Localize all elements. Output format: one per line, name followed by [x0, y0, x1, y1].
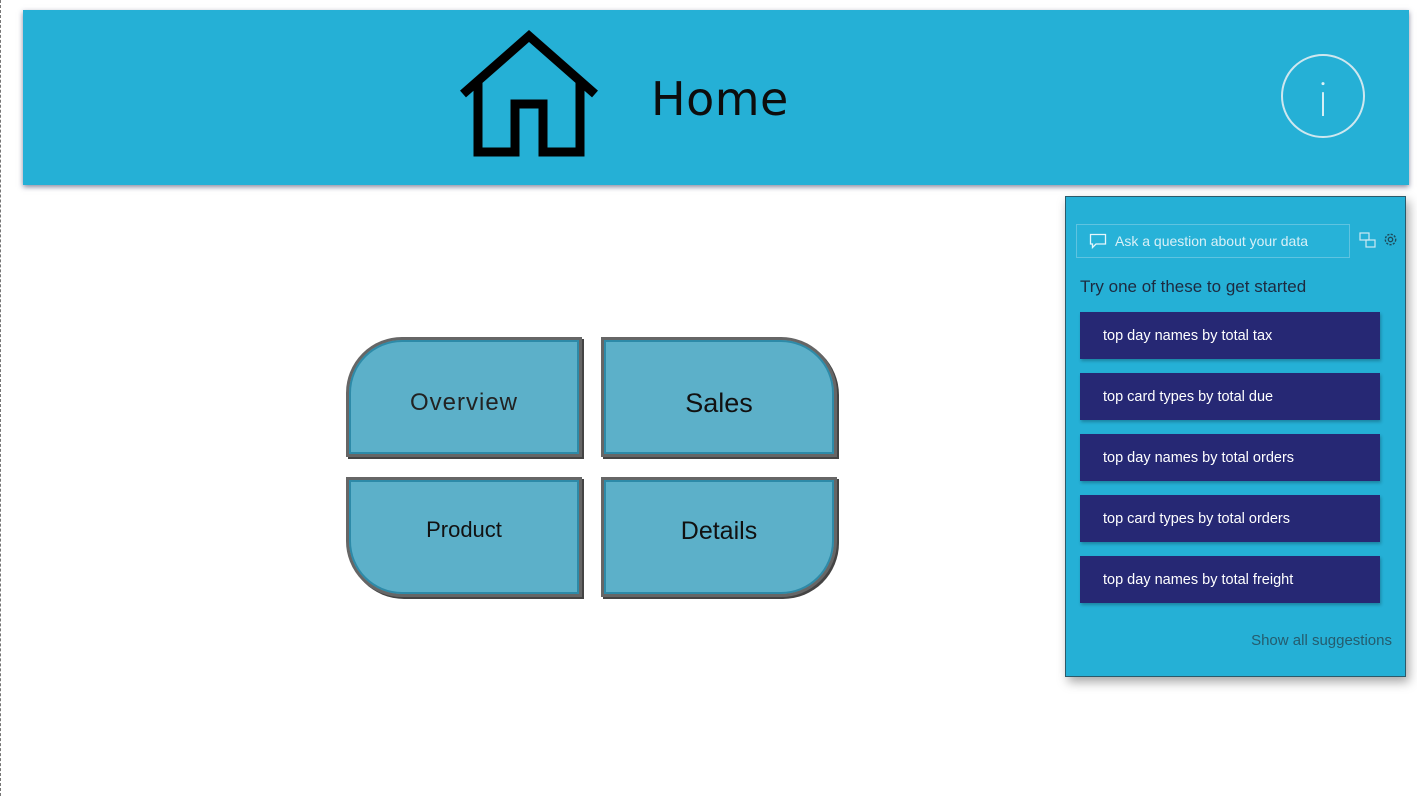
- suggestion-item[interactable]: top card types by total orders: [1080, 495, 1380, 542]
- tile-product-label: Product: [426, 517, 502, 542]
- suggestion-item[interactable]: top day names by total orders: [1080, 434, 1380, 481]
- home-icon[interactable]: [453, 30, 603, 160]
- show-all-suggestions-link[interactable]: Show all suggestions: [1251, 632, 1392, 649]
- header-banner: Home: [23, 10, 1409, 185]
- canvas-left-guide: [0, 0, 1, 796]
- chat-bubble-icon: [1089, 233, 1107, 249]
- suggestion-item[interactable]: top day names by total freight: [1080, 556, 1380, 603]
- tile-details[interactable]: Details: [601, 477, 837, 597]
- qa-prompt-text: Try one of these to get started: [1080, 277, 1307, 296]
- qa-panel: Try one of these to get started top day …: [1065, 196, 1406, 677]
- suggestion-label: top day names by total freight: [1103, 571, 1294, 588]
- tile-product[interactable]: Product: [346, 477, 582, 597]
- suggestion-label: top day names by total orders: [1103, 449, 1295, 466]
- tile-overview-label: Overview: [409, 389, 519, 416]
- swap-visual-icon[interactable]: [1359, 232, 1376, 248]
- info-icon: [1321, 82, 1325, 116]
- qa-question-input[interactable]: [1113, 232, 1347, 250]
- suggestion-label: top day names by total tax: [1103, 327, 1273, 344]
- suggestion-label: top card types by total orders: [1103, 510, 1290, 527]
- tile-overview[interactable]: Overview: [346, 337, 582, 457]
- suggestion-label: top card types by total due: [1103, 388, 1274, 405]
- page-title: Home: [651, 72, 789, 126]
- tile-sales[interactable]: Sales: [601, 337, 837, 457]
- suggestion-item[interactable]: top card types by total due: [1080, 373, 1380, 420]
- suggestion-item[interactable]: top day names by total tax: [1080, 312, 1380, 359]
- tile-details-label: Details: [680, 516, 758, 545]
- qa-question-box[interactable]: [1076, 224, 1350, 258]
- gear-icon[interactable]: [1382, 231, 1399, 248]
- tile-sales-label: Sales: [685, 387, 753, 418]
- info-button[interactable]: [1281, 54, 1365, 138]
